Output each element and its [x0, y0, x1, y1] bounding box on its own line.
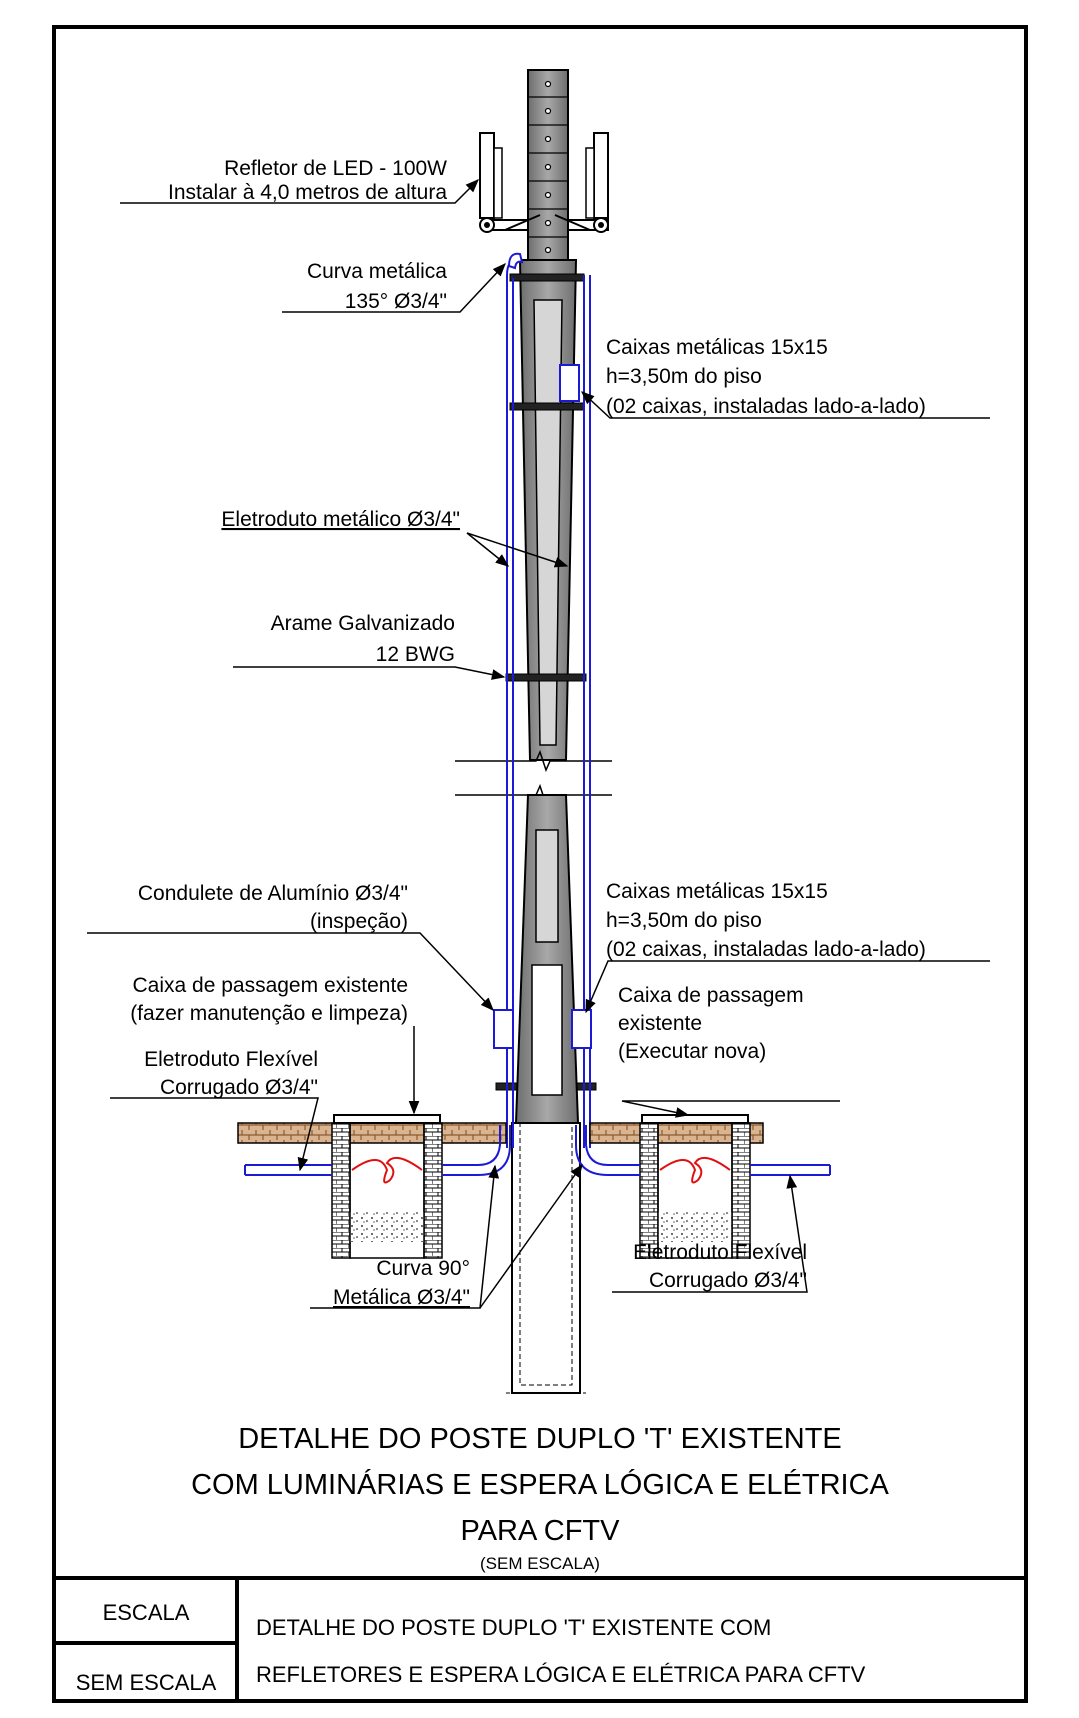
- label-caixas-bottom-line3: (02 caixas, instaladas lado-a-lado): [606, 938, 926, 961]
- drawing-title-line3: PARA CFTV: [461, 1515, 621, 1547]
- title-block-description-line2: REFLETORES E ESPERA LÓGICA E ELÉTRICA PA…: [256, 1662, 866, 1687]
- junction-box-new: [639, 1114, 751, 1259]
- label-caixas-top-line2: h=3,50m do piso: [606, 365, 762, 388]
- title-block-scale-value: SEM ESCALA: [76, 1670, 217, 1695]
- label-flex-right-line2: Corrugado Ø3/4": [649, 1269, 807, 1292]
- reflector-right: [593, 132, 609, 219]
- label-passagem-existente-line1: Caixa de passagem existente: [133, 974, 409, 997]
- label-curva90-line1: Curva 90°: [376, 1257, 470, 1280]
- led-reflector-assembly: [479, 132, 609, 233]
- metal-box-bottom: [571, 1009, 592, 1049]
- pole-upper: [518, 69, 578, 761]
- title-block-description-line1: DETALHE DO POSTE DUPLO 'T' EXISTENTE COM: [256, 1615, 771, 1640]
- label-caixas-bottom-line1: Caixas metálicas 15x15: [606, 880, 828, 903]
- label-refletor-line2: Instalar à 4,0 metros de altura: [168, 181, 447, 204]
- label-caixas-top-line3: (02 caixas, instaladas lado-a-lado): [606, 395, 926, 418]
- pole-lower: [506, 794, 586, 1394]
- leader-curva: [282, 263, 506, 313]
- leader-caixas-top: [581, 391, 990, 419]
- label-arame-line2: 12 BWG: [376, 643, 455, 666]
- label-curva-line1: Curva metálica: [307, 260, 447, 283]
- ground-surface-left: [237, 1122, 507, 1144]
- label-flex-left-line1: Eletroduto Flexível: [144, 1048, 318, 1071]
- drawing-title-line2: COM LUMINÁRIAS E ESPERA LÓGICA E ELÉTRIC…: [191, 1468, 889, 1501]
- sheet-border: [52, 25, 1028, 1703]
- condulete-left: [493, 1009, 514, 1049]
- label-passagem-nova-line2: existente: [618, 1012, 702, 1035]
- label-flex-right-line1: Eletroduto Flexível: [633, 1241, 807, 1264]
- leader-eletroduto-2: [466, 532, 569, 568]
- label-flex-left-line2: Corrugado Ø3/4": [160, 1076, 318, 1099]
- label-passagem-nova-line3: (Executar nova): [618, 1040, 766, 1063]
- leader-flex-right: [612, 1174, 808, 1293]
- underground-conduits: [244, 1125, 831, 1176]
- label-passagem-nova-line1: Caixa de passagem: [618, 984, 804, 1007]
- drawing-title-line1: DETALHE DO POSTE DUPLO 'T' EXISTENTE: [238, 1423, 842, 1455]
- leader-flex-left: [110, 1097, 319, 1172]
- label-eletroduto-metalico: Eletroduto metálico Ø3/4": [221, 508, 460, 531]
- label-curva-line2: 135° Ø3/4": [345, 290, 447, 313]
- leader-condulete: [87, 932, 494, 1011]
- leader-refletor: [120, 179, 479, 204]
- leader-eletroduto-1: [466, 532, 510, 567]
- drawing-scale-note: (SEM ESCALA): [480, 1554, 600, 1573]
- metal-box-top: [559, 364, 580, 402]
- label-passagem-existente-line2: (fazer manutenção e limpeza): [130, 1002, 408, 1025]
- cable-slack-loops: [351, 1156, 731, 1184]
- label-refletor-line1: Refletor de LED - 100W: [224, 157, 447, 180]
- leader-curva90-2: [479, 1163, 583, 1309]
- label-condulete-line2: (inspeção): [310, 910, 408, 933]
- leader-arame: [233, 666, 506, 680]
- label-arame-line1: Arame Galvanizado: [271, 612, 455, 635]
- title-block-scale-header: ESCALA: [103, 1600, 190, 1625]
- curve-135-fitting: [507, 252, 524, 270]
- label-curva90-line2: Metálica Ø3/4": [333, 1286, 470, 1309]
- reflector-left: [479, 132, 495, 219]
- label-caixas-top-line1: Caixas metálicas 15x15: [606, 336, 828, 359]
- leader-caixas-bottom: [585, 960, 990, 1014]
- junction-box-existing: [331, 1114, 443, 1259]
- leader-passagem-nova: [621, 1100, 840, 1118]
- label-caixas-bottom-line2: h=3,50m do piso: [606, 909, 762, 932]
- label-condulete-line1: Condulete de Alumínio Ø3/4": [138, 882, 408, 905]
